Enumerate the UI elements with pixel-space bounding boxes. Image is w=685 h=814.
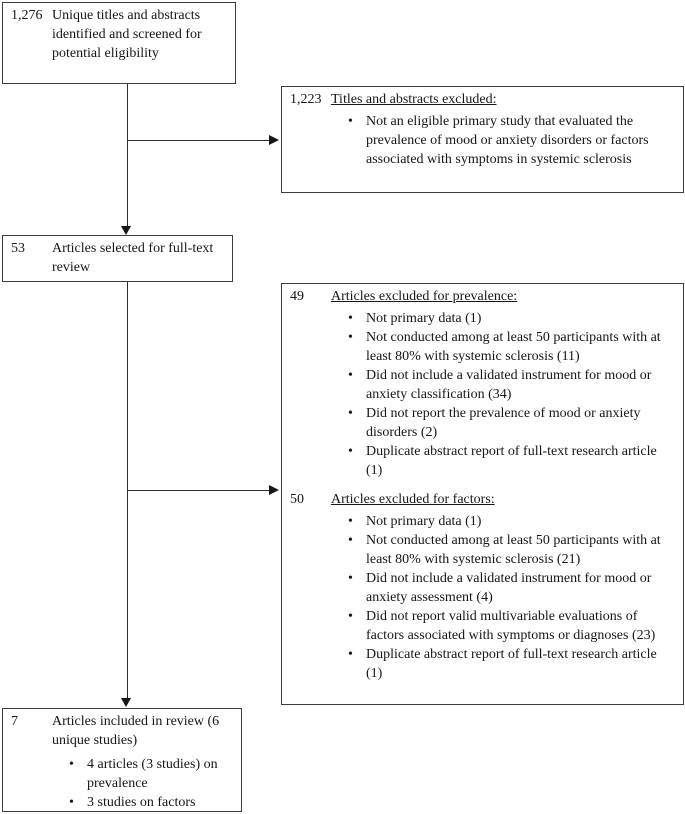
exclusion-item: • Not conducted among at least 50 partic…	[348, 531, 673, 569]
excluded-factors-heading: Articles excluded for factors:	[331, 492, 495, 507]
arrowhead-right-icon	[269, 485, 279, 495]
included-item: • 3 studies on factors	[69, 793, 233, 812]
exclusion-item-text: Not conducted among at least 50 particip…	[366, 330, 661, 364]
bullet-icon: •	[348, 571, 353, 586]
bullet-icon: •	[348, 330, 353, 345]
excluded-prevalence-heading: Articles excluded for prevalence:	[331, 289, 518, 304]
box-titles-excluded: 1,223 Titles and abstracts excluded: • N…	[281, 86, 684, 193]
exclusion-item-text: Did not include a validated instrument f…	[366, 571, 652, 605]
arrowhead-down-icon	[121, 226, 131, 235]
titles-excluded-heading: Titles and abstracts excluded:	[331, 92, 497, 107]
excluded-factors-list: • Not primary data (1) • Not conducted a…	[348, 512, 673, 683]
exclusion-item-text: Not primary data (1)	[366, 514, 482, 529]
bullet-icon: •	[69, 795, 74, 810]
included-item: • 4 articles (3 studies) on prevalence	[69, 755, 233, 793]
exclusion-item: • Not primary data (1)	[348, 309, 673, 328]
bullet-icon: •	[348, 406, 353, 421]
bullet-icon: •	[348, 311, 353, 326]
included-item-text: 3 studies on factors	[87, 795, 196, 810]
box-fulltext-review: 53 Articles selected for full-text revie…	[2, 235, 233, 282]
exclusion-item: • Duplicate abstract report of full-text…	[348, 645, 673, 683]
connector-screened-to-fulltext	[126, 84, 128, 226]
exclusion-item-text: Duplicate abstract report of full-text r…	[366, 444, 657, 478]
excluded-prevalence-list: • Not primary data (1) • Not conducted a…	[348, 309, 673, 480]
count-fulltext-review: 53	[11, 241, 25, 256]
bullet-icon: •	[348, 114, 353, 129]
bullet-icon: •	[348, 514, 353, 529]
exclusion-item-text: Not conducted among at least 50 particip…	[366, 533, 661, 567]
arrowhead-down-icon	[121, 698, 131, 707]
exclusion-item-text: Did not include a validated instrument f…	[366, 368, 652, 402]
exclusion-item: • Did not report valid multivariable eva…	[348, 607, 673, 645]
excluded-prevalence-section: 49 Articles excluded for prevalence: • N…	[290, 287, 673, 480]
connector-to-titles-excluded	[127, 140, 269, 142]
exclusion-item-text: Did not report the prevalence of mood or…	[366, 406, 641, 440]
included-list: • 4 articles (3 studies) on prevalence •…	[69, 755, 233, 812]
box-fulltext-excluded: 49 Articles excluded for prevalence: • N…	[281, 283, 684, 705]
bullet-icon: •	[348, 368, 353, 383]
exclusion-item-text: Not primary data (1)	[366, 311, 482, 326]
count-excluded-prevalence: 49	[290, 289, 304, 304]
bullet-icon: •	[348, 647, 353, 662]
connector-to-fulltext-excluded	[127, 490, 269, 492]
bullet-icon: •	[348, 444, 353, 459]
exclusion-item-text: Did not report valid multivariable evalu…	[366, 609, 656, 643]
box-screened: 1,276 Unique titles and abstracts identi…	[2, 2, 236, 84]
bullet-icon: •	[348, 533, 353, 548]
bullet-icon: •	[348, 609, 353, 624]
box-fulltext-review-text: Articles selected for full-text review	[52, 241, 214, 275]
exclusion-item: • Not conducted among at least 50 partic…	[348, 328, 673, 366]
bullet-icon: •	[69, 757, 74, 772]
count-screened: 1,276	[11, 8, 43, 23]
titles-excluded-list: • Not an eligible primary study that eva…	[348, 112, 673, 169]
count-excluded-factors: 50	[290, 492, 304, 507]
exclusion-item: • Did not include a validated instrument…	[348, 569, 673, 607]
arrowhead-right-icon	[269, 135, 279, 145]
box-included: 7 Articles included in review (6 unique …	[2, 708, 242, 812]
box-included-text: Articles included in review (6 unique st…	[52, 714, 220, 748]
count-titles-excluded: 1,223	[290, 92, 322, 107]
exclusion-item: • Not an eligible primary study that eva…	[348, 112, 673, 169]
exclusion-item: • Not primary data (1)	[348, 512, 673, 531]
count-included: 7	[11, 714, 18, 729]
exclusion-item-text: Duplicate abstract report of full-text r…	[366, 647, 657, 681]
excluded-factors-section: 50 Articles excluded for factors: • Not …	[290, 490, 673, 683]
exclusion-item: • Did not include a validated instrument…	[348, 366, 673, 404]
included-item-text: 4 articles (3 studies) on prevalence	[87, 757, 218, 791]
exclusion-item: • Did not report the prevalence of mood …	[348, 404, 673, 442]
box-screened-text: Unique titles and abstracts identified a…	[52, 8, 202, 61]
exclusion-item: • Duplicate abstract report of full-text…	[348, 442, 673, 480]
exclusion-item-text: Not an eligible primary study that evalu…	[366, 114, 649, 167]
